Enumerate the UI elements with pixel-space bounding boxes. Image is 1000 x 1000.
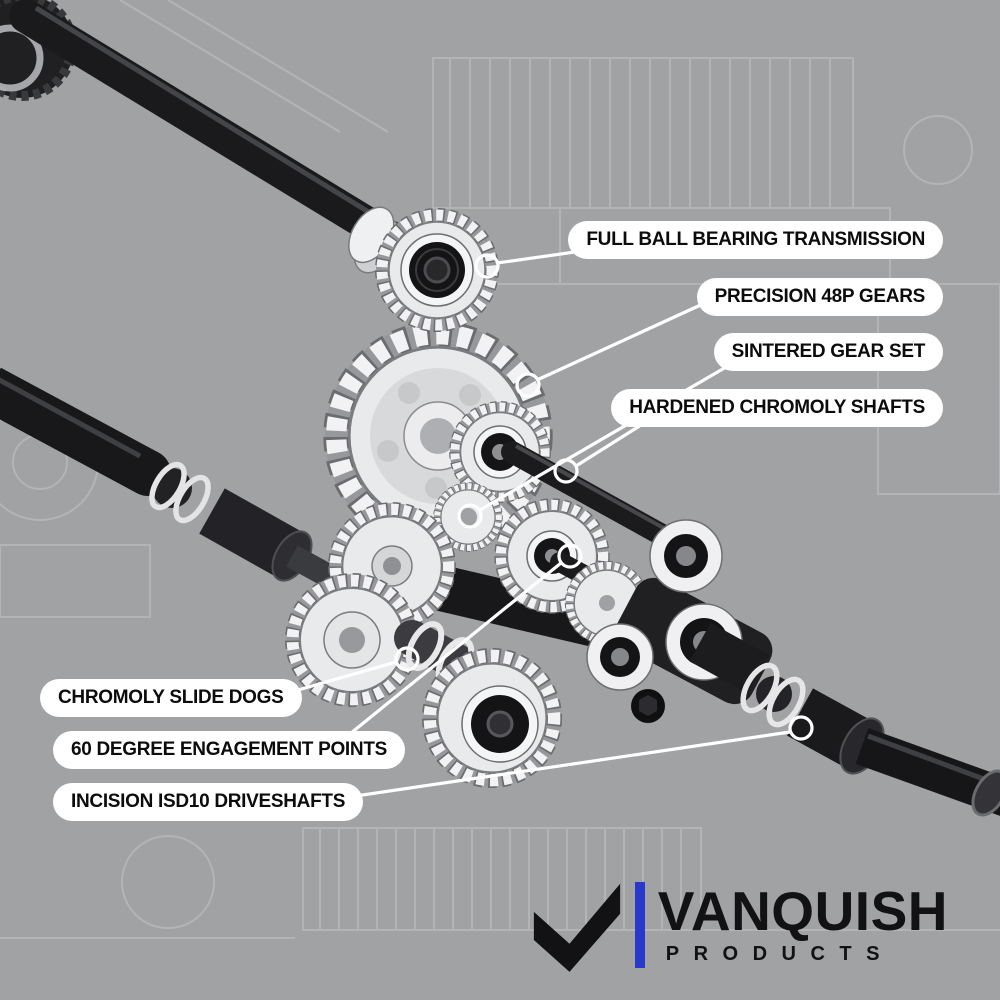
callout-hardened-chromoly-shafts: HARDENED CHROMOLY SHAFTS (611, 389, 943, 427)
vanquish-logo: VANQUISH PRODUCTS (532, 878, 948, 972)
callout-ring (474, 253, 500, 279)
callout-label: FULL BALL BEARING TRANSMISSION (586, 229, 925, 250)
idler-gear (434, 483, 502, 551)
hex-hub (631, 689, 665, 723)
drivetrain-illustration (0, 0, 1000, 817)
logo-sub-text: PRODUCTS (665, 943, 894, 965)
leader-line (328, 561, 563, 752)
small-gear (566, 562, 649, 645)
logo-text: VANQUISH PRODUCTS (658, 884, 948, 966)
callout-ring (557, 543, 583, 569)
leader-line (314, 730, 791, 804)
logo-divider-bar (634, 882, 645, 968)
bottom-gear (423, 649, 561, 787)
leader-line (536, 295, 719, 382)
callout-label: PRECISION 48P GEARS (714, 286, 926, 307)
callout-incision-isd10-driveshafts: INCISION ISD10 DRIVESHAFTS (53, 783, 364, 821)
callout-precision-48p-gears: PRECISION 48P GEARS (696, 278, 943, 316)
input-gear (376, 209, 498, 331)
callout-chromoly-slide-dogs: CHROMOLY SLIDE DOGS (40, 679, 302, 717)
logo-brand-text: VANQUISH (657, 880, 948, 942)
left-driveshaft (0, 367, 360, 601)
vanquish-check-icon (533, 883, 620, 972)
callout-sintered-gear-set: SINTERED GEAR SET (713, 333, 943, 371)
callout-60-degree-engagement-points: 60 DEGREE ENGAGEMENT POINTS (53, 731, 406, 769)
callout-ring (394, 646, 420, 672)
callout-label: 60 DEGREE ENGAGEMENT POINTS (71, 739, 388, 760)
callout-label: CHROMOLY SLIDE DOGS (58, 687, 284, 708)
callout-label: HARDENED CHROMOLY SHAFTS (629, 397, 925, 418)
callout-ring (457, 503, 483, 529)
callout-ring (788, 715, 814, 741)
leader-line (479, 350, 753, 512)
slide-dog-gear (286, 574, 418, 706)
callout-label: SINTERED GEAR SET (731, 341, 926, 362)
callout-ring (553, 458, 579, 484)
callout-label: INCISION ISD10 DRIVESHAFTS (71, 791, 346, 812)
callout-ring (515, 372, 541, 398)
cluster-gear-left (329, 503, 455, 629)
right-driveshaft (689, 622, 1000, 817)
callout-full-ball-bearing-transmission: FULL BALL BEARING TRANSMISSION (568, 221, 943, 259)
